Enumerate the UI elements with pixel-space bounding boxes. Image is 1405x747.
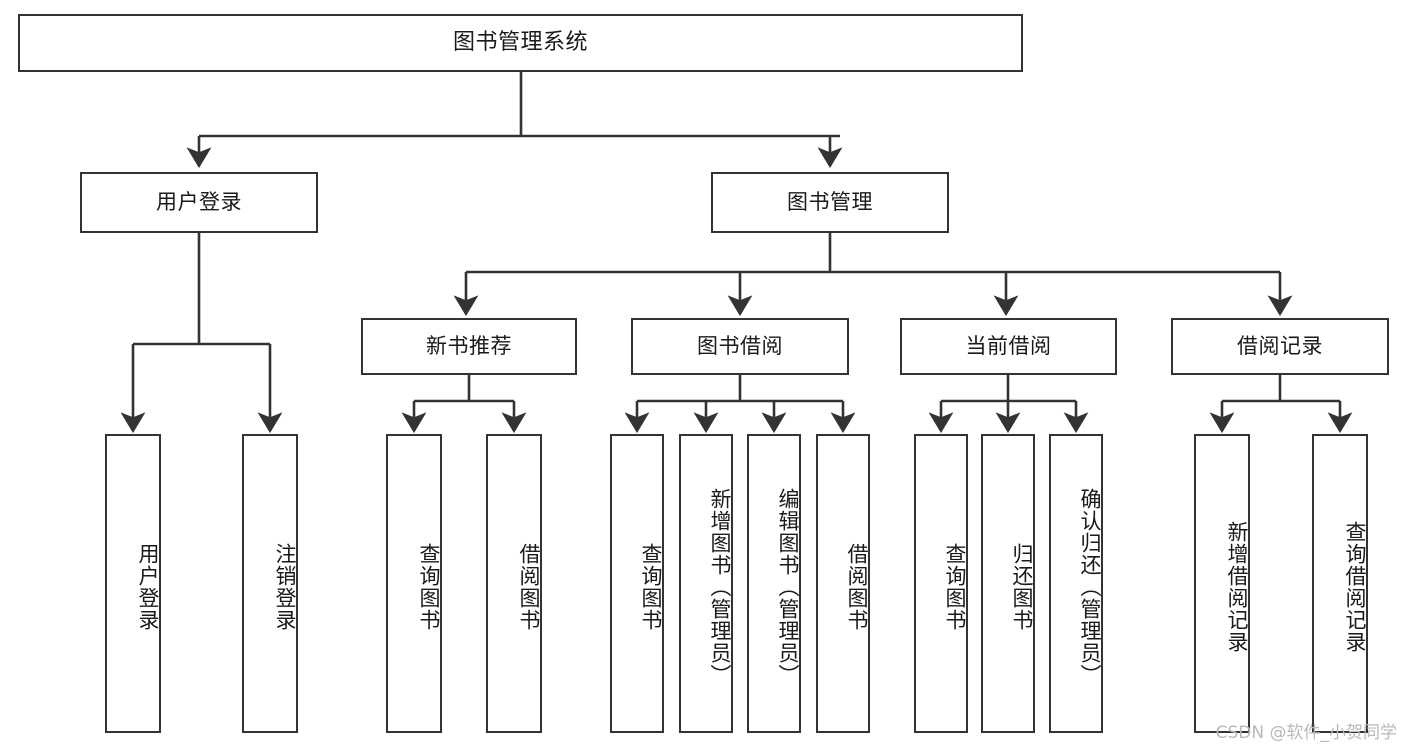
leaf-borrow-record-add[interactable]: 新增借阅记录 — [1194, 434, 1250, 733]
node-new-book-recommend[interactable]: 新书推荐 — [361, 318, 577, 375]
leaf-current-borrow-return[interactable]: 归还图书 — [981, 434, 1035, 733]
leaf-new-book-query[interactable]: 查询图书 — [386, 434, 442, 733]
leaf-book-borrow-edit[interactable]: 编辑图书（管理员） — [747, 434, 801, 733]
leaf-label: 借阅图书 — [845, 542, 869, 631]
leaf-user-login-logout[interactable]: 注销登录 — [242, 434, 298, 733]
csdn-watermark: CSDN @软件_小贺同学 — [1215, 723, 1397, 743]
node-borrow-record[interactable]: 借阅记录 — [1171, 318, 1389, 375]
leaf-label: 新增图书（管理员） — [708, 487, 732, 686]
leaf-label: 新增借阅记录 — [1225, 520, 1249, 653]
leaf-book-borrow-lend[interactable]: 借阅图书 — [816, 434, 870, 733]
leaf-user-login-login[interactable]: 用户登录 — [105, 434, 161, 733]
leaf-label: 归还图书 — [1010, 542, 1034, 631]
leaf-new-book-borrow[interactable]: 借阅图书 — [486, 434, 542, 733]
node-book-borrow[interactable]: 图书借阅 — [631, 318, 849, 375]
node-root-system[interactable]: 图书管理系统 — [18, 14, 1023, 72]
node-user-login[interactable]: 用户登录 — [80, 172, 318, 233]
leaf-book-borrow-add[interactable]: 新增图书（管理员） — [679, 434, 733, 733]
leaf-label: 确认归还（管理员） — [1078, 487, 1102, 686]
leaf-label: 借阅图书 — [517, 542, 541, 631]
leaf-book-borrow-query[interactable]: 查询图书 — [610, 434, 664, 733]
leaf-label: 查询图书 — [943, 542, 967, 631]
leaf-current-borrow-confirm[interactable]: 确认归还（管理员） — [1049, 434, 1103, 733]
leaf-label: 查询图书 — [417, 542, 441, 631]
leaf-label: 查询借阅记录 — [1343, 520, 1367, 653]
leaf-label: 注销登录 — [273, 542, 297, 631]
leaf-label: 用户登录 — [136, 542, 160, 631]
node-current-borrow[interactable]: 当前借阅 — [900, 318, 1117, 375]
leaf-borrow-record-query[interactable]: 查询借阅记录 — [1312, 434, 1368, 733]
leaf-current-borrow-query[interactable]: 查询图书 — [914, 434, 968, 733]
node-book-management[interactable]: 图书管理 — [711, 172, 949, 233]
leaf-label: 编辑图书（管理员） — [776, 487, 800, 686]
leaf-label: 查询图书 — [639, 542, 663, 631]
